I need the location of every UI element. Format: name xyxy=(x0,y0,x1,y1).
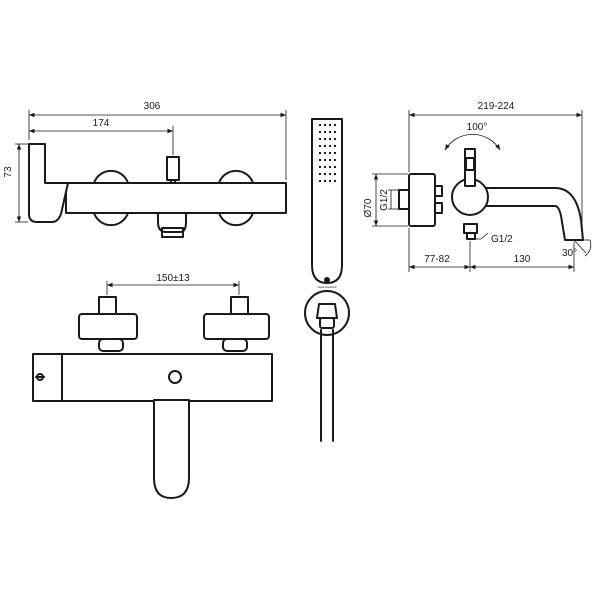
mixer-body-front xyxy=(28,143,287,238)
thread-g12-horizontal-label: G1/2 xyxy=(491,234,513,245)
dimension-rotation-angle: 100° xyxy=(444,122,501,151)
dim-150-label: 150±13 xyxy=(156,273,190,284)
dimension-spout-reach: 130 xyxy=(470,242,575,272)
dim-219-224-label: 219-224 xyxy=(478,101,515,112)
hand-shower-view: ideal standard xyxy=(304,118,350,442)
dimension-wall-offset: 77-82 xyxy=(408,228,471,272)
brand-mark: ideal standard xyxy=(318,285,337,289)
dimension-total-width: 306 xyxy=(28,101,287,180)
dimension-handshower-diameter: Ø70 xyxy=(363,173,408,227)
wall-holder xyxy=(304,290,350,336)
dim-73-label: 73 xyxy=(3,166,14,178)
dimension-handshower-thread: G1/2 xyxy=(379,189,398,211)
dim-306-label: 306 xyxy=(144,101,161,112)
angle-100-label: 100° xyxy=(467,122,488,133)
spray-nozzles xyxy=(319,124,336,182)
dimension-lever-height: 73 xyxy=(3,143,28,223)
front-view: 306 174 73 xyxy=(3,101,287,238)
dim-174-label: 174 xyxy=(93,118,110,129)
mixer-body-top xyxy=(32,296,273,499)
hand-shower: ideal standard xyxy=(311,118,343,289)
dim-70-label: Ø70 xyxy=(363,198,374,217)
dimension-outlet-thread: G1/2 xyxy=(471,232,513,245)
thread-g12-vertical-label: G1/2 xyxy=(379,189,390,211)
side-view: 219-224 100° Ø70 G1/2 G1/2 77-82 xyxy=(363,101,592,272)
angle-30-label: 30° xyxy=(562,248,577,259)
dim-77-82-label: 77-82 xyxy=(424,254,450,265)
dimension-lever-offset: 174 xyxy=(29,118,174,155)
shower-hose xyxy=(320,329,334,442)
dim-130-label: 130 xyxy=(514,254,531,265)
dimension-spout-angle: 30° xyxy=(562,239,592,259)
brand-logo-icon: ideal standard xyxy=(318,277,337,289)
top-view: 150±13 xyxy=(32,273,273,499)
mixer-body-side xyxy=(398,148,584,241)
dimension-eccentric-spacing: 150±13 xyxy=(106,273,240,295)
dimension-depth: 219-224 xyxy=(408,101,583,238)
